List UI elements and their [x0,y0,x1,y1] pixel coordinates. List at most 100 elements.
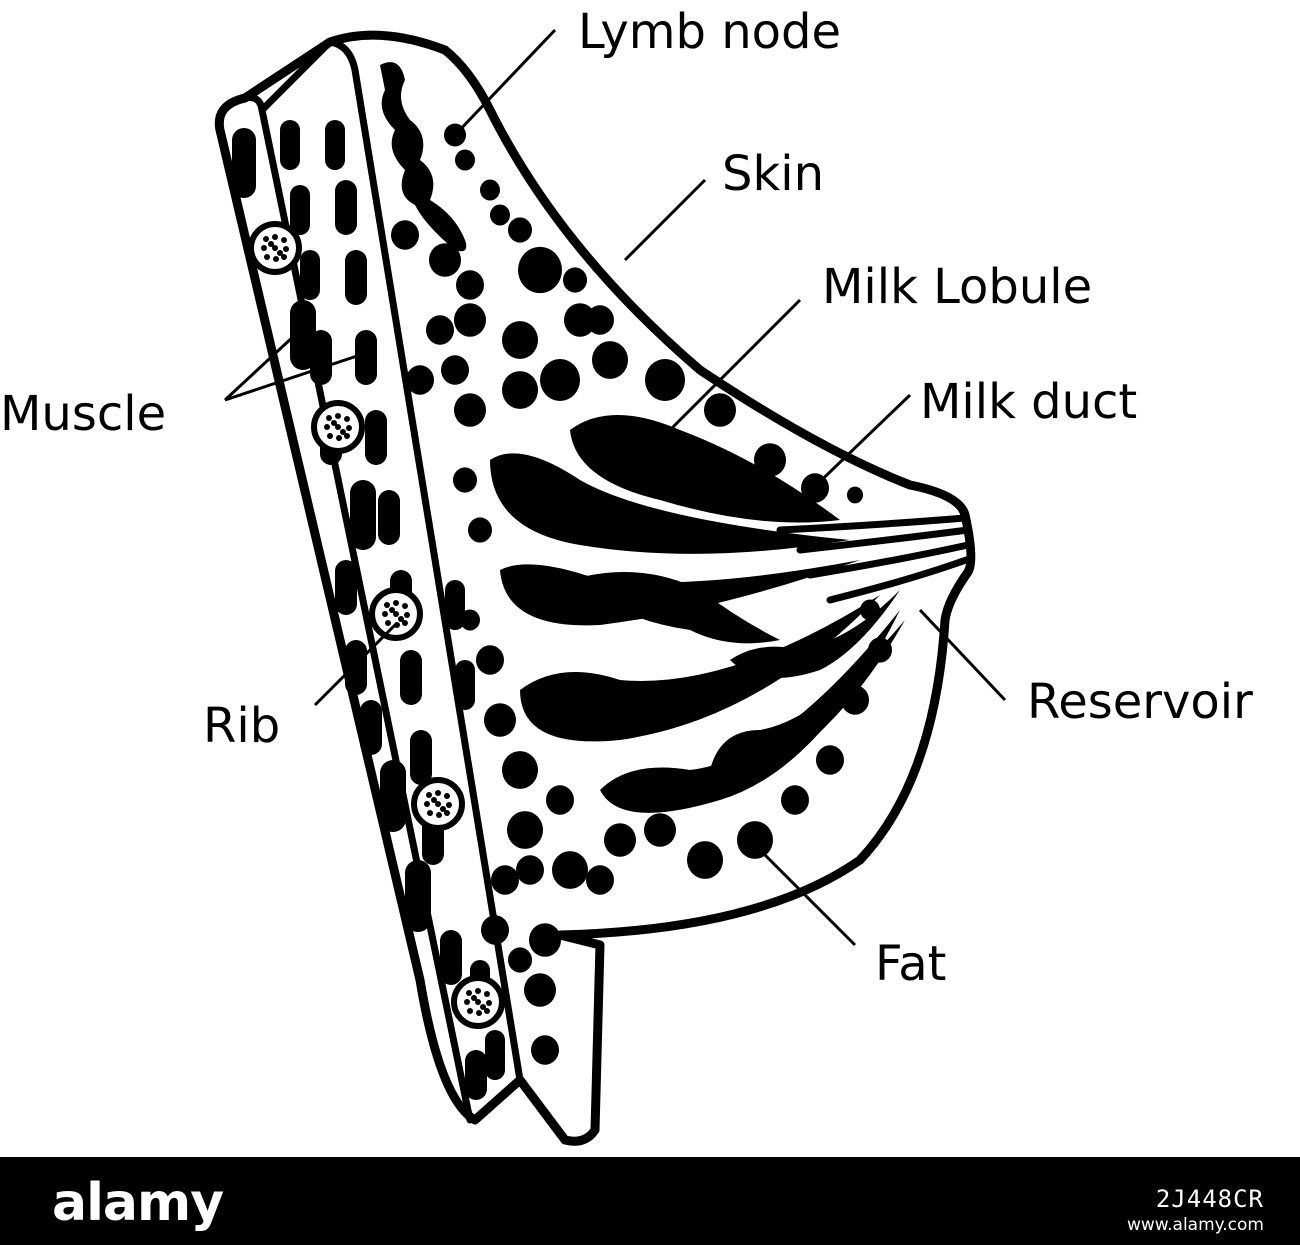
fat-blob [453,467,477,493]
rib-dot [431,797,437,803]
middle-chest-layer [326,38,524,1084]
rib-dot [424,801,430,807]
leader-muscle-2 [224,353,361,402]
fat-blob [529,923,561,957]
fat-blobs [391,123,892,1065]
rib-dot [335,413,341,419]
rib-dot [277,250,283,256]
fat-blob [540,359,580,401]
fat-blob [507,811,543,849]
fat-blob [460,609,480,631]
rib-dot [393,600,399,606]
rib-dot [467,1008,473,1014]
rib-dot [331,420,337,426]
rib-dot [326,415,332,421]
rib-dot [402,620,408,626]
fat-blob [564,303,596,337]
rib-dot [336,435,342,441]
fat-blob [516,855,544,885]
rib-dot [444,810,450,816]
fat-blob [406,365,434,395]
rib-dot [444,793,450,799]
fat-blob [484,703,516,737]
milk-ducts [776,514,972,604]
label-milk-lobule: Milk Lobule [822,259,1092,315]
rib-dot [344,433,350,439]
label-fat: Fat [875,936,946,992]
rib-dot [440,806,446,812]
rib-dot [393,611,399,617]
fat-blob [781,785,809,815]
image-id: 2J448CR [1155,1185,1264,1213]
rib-dot [268,241,274,247]
fat-blob [429,243,461,277]
fat-blob [454,393,486,427]
rib-dot [389,607,395,613]
rib-dot [475,988,481,994]
fat-blob [481,915,509,945]
rib-dot [446,802,452,808]
rib-dot [382,611,388,617]
rib-dot [264,254,270,260]
fat-blob [502,321,538,359]
label-lymph-node: Lymb node [578,4,841,60]
leader-rib [313,623,397,707]
label-milk-duct: Milk duct [920,374,1137,430]
fat-blob [456,270,484,300]
rib-dot [283,246,289,252]
rib-dot [484,1008,490,1014]
fat-blob [847,486,863,504]
fat-blob [687,841,723,879]
fat-blob [524,973,556,1007]
label-reservoir: Reservoir [1027,674,1253,730]
fat-blob [563,267,587,293]
fat-blob [816,745,844,775]
rib-dot [273,256,279,262]
milk-lobules [490,415,905,813]
rib-dot [263,236,269,242]
rib-dot [484,991,490,997]
rib-dot [471,995,477,1001]
fat-blob [586,865,614,895]
fat-blob [426,315,454,345]
rib-dot [435,790,441,796]
watermark-url: www.alamy.com [1126,1215,1264,1235]
rib-dot [404,612,410,618]
fat-blob [491,865,519,895]
rib-dot [476,1010,482,1016]
inner-chest-layer [258,38,334,114]
rib-dot [272,245,278,251]
lymph-node-chain [380,62,467,252]
fat-blob [552,851,588,889]
rib-dot [426,792,432,798]
fat-blob [502,371,538,409]
fat-blob [645,359,685,401]
fat-blob [468,517,492,543]
rib-dot [340,429,346,435]
breast-anatomy-diagram: Lymb node Skin Milk Lobule Milk duct Mus… [0,4,1253,1146]
rib-dot [335,424,341,430]
fat-blob [531,1035,559,1065]
fat-blob [704,393,736,427]
rib-dot [324,424,330,430]
fat-blob [441,355,469,385]
fat-blob [508,947,532,973]
fat-blob [476,645,504,675]
fat-blob [604,823,636,857]
rib-dot [346,425,352,431]
fat-blob [490,204,510,226]
leader-muscle-1 [223,333,297,402]
fat-blob [644,813,676,847]
watermark-logo: alamy [52,1173,224,1233]
rib-dots [261,234,492,1016]
leader-fat [763,853,857,947]
fat-blob [410,184,430,206]
leader-milk-lobule [668,298,802,432]
watermark-footer: alamy 2J448CR www.alamy.com [0,1157,1300,1245]
rib-dot [281,254,287,260]
rib-dot [281,237,287,243]
leader-milk-duct [778,393,912,522]
rib-dot [261,245,267,251]
fat-blob [391,220,419,250]
rib-dot [327,433,333,439]
